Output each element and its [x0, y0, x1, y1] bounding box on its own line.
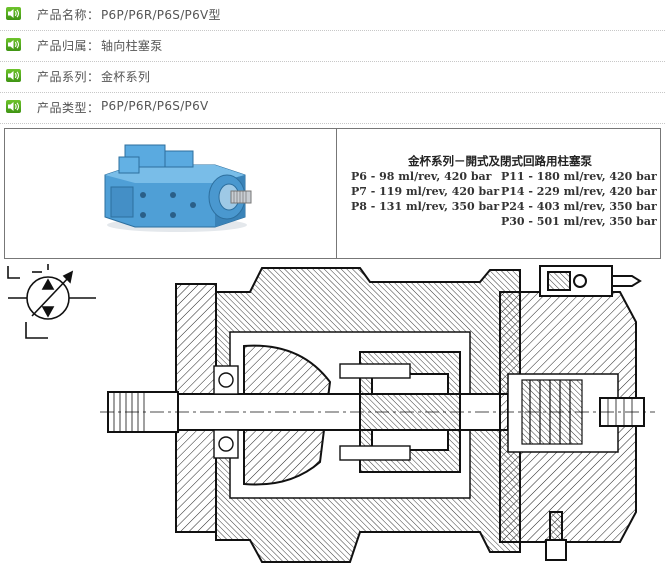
- spec-line: P8 - 131 ml/rev, 350 bar: [351, 200, 500, 213]
- attr-separator: ：: [87, 39, 100, 53]
- spec-line: P30 - 501 ml/rev, 350 bar: [501, 215, 657, 228]
- attr-separator: ：: [87, 70, 100, 84]
- attr-value: P6P/P6R/P6S/P6V: [101, 99, 209, 113]
- attr-label: 产品类型: [37, 101, 88, 115]
- speaker-icon: [6, 100, 21, 113]
- attr-label: 产品名称: [37, 8, 88, 22]
- spec-line: P24 - 403 ml/rev, 350 bar: [501, 200, 657, 213]
- attr-row-name: 产品名称 ： P6P/P6R/P6S/P6V型: [0, 0, 665, 31]
- pump-photo: [104, 144, 252, 232]
- attr-value: 金杯系列: [101, 70, 151, 84]
- speaker-icon: [6, 38, 21, 51]
- spec-title: 金杯系列－開式及閉式回路用柱塞泵: [408, 154, 592, 168]
- spec-line: P14 - 229 ml/rev, 420 bar: [501, 185, 657, 198]
- attr-label: 产品归属: [37, 39, 88, 53]
- spec-line: P11 - 180 ml/rev, 420 bar: [501, 170, 657, 183]
- attr-value: P6P/P6R/P6S/P6V型: [101, 8, 221, 22]
- product-attributes: 产品名称 ： P6P/P6R/P6S/P6V型 产品归属 ： 轴向柱塞泵 产品系…: [0, 0, 665, 124]
- attr-value: 轴向柱塞泵: [101, 39, 163, 53]
- spec-grid: P6 - 98 ml/rev, 420 bar P7 - 119 ml/rev,…: [341, 170, 659, 234]
- spec-line: P7 - 119 ml/rev, 420 bar: [351, 185, 500, 198]
- pump-cross-section-drawing: [7, 264, 655, 563]
- hydraulic-symbol: [7, 264, 96, 339]
- spec-box: 金杯系列－開式及閉式回路用柱塞泵 P6 - 98 ml/rev, 420 bar…: [4, 128, 661, 259]
- pump-housing: [107, 265, 645, 563]
- attr-separator: ：: [87, 8, 100, 22]
- speaker-icon: [6, 7, 21, 20]
- attr-row-series: 产品系列 ： 金杯系列: [0, 62, 665, 93]
- attr-separator: ：: [87, 101, 100, 115]
- speaker-icon: [6, 69, 21, 82]
- attr-label: 产品系列: [37, 70, 88, 84]
- spec-text: 金杯系列－開式及閉式回路用柱塞泵 P6 - 98 ml/rev, 420 bar…: [341, 153, 659, 234]
- spec-line: P6 - 98 ml/rev, 420 bar: [351, 170, 492, 183]
- spec-divider: [336, 129, 337, 258]
- attr-row-type: 产品类型 ： P6P/P6R/P6S/P6V: [0, 93, 665, 124]
- attr-row-category: 产品归属 ： 轴向柱塞泵: [0, 31, 665, 62]
